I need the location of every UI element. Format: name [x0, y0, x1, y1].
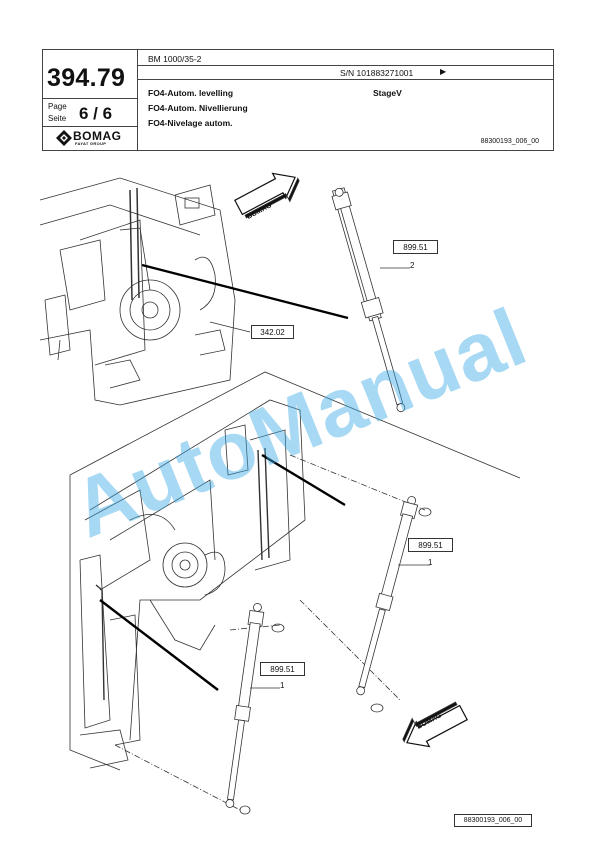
- stage-label: StageV: [373, 88, 402, 98]
- page-info-panel: 394.79 Page Seite 6 / 6 BOMAG FAYAT GROU…: [43, 50, 138, 150]
- callout-top-item: 2: [410, 261, 415, 270]
- machine-model: BM 1000/35-2: [148, 54, 202, 64]
- machine-frame: [69, 371, 521, 771]
- bomag-diamond-icon: [56, 130, 72, 146]
- callout-mid-item: 1: [428, 558, 433, 567]
- footer-doc-reference: 88300193_006_00: [454, 814, 532, 827]
- page-of-pages: 6 / 6: [79, 104, 113, 123]
- serial-number: S/N 101883271001: [340, 68, 414, 78]
- callout-mid-ref[interactable]: 899.51: [408, 538, 453, 552]
- doc-reference: 88300193_006_00: [480, 138, 539, 145]
- page-meta-panel: BM 1000/35-2 S/N 101883271001 ▶ FO4-Auto…: [138, 50, 553, 150]
- bomag-logo: BOMAG FAYAT GROUP: [55, 129, 130, 149]
- callout-left-ref[interactable]: 342.02: [251, 325, 294, 339]
- logo-subline: FAYAT GROUP: [75, 141, 107, 146]
- title-german: FO4-Autom. Nivellierung: [148, 103, 248, 113]
- page-label: Page: [48, 102, 67, 111]
- callout-low-item: 1: [280, 681, 285, 690]
- title-block: 394.79 Page Seite 6 / 6 BOMAG FAYAT GROU…: [42, 49, 554, 151]
- detail-assembly-top: [39, 177, 236, 406]
- gas-spring-top: [331, 187, 406, 413]
- title-french: FO4-Nivelage autom.: [148, 118, 233, 128]
- gas-spring-lower: [225, 603, 265, 808]
- callout-top-ref[interactable]: 899.51: [393, 240, 438, 254]
- page-number: 394.79: [47, 64, 126, 92]
- direction-arrow-top-icon: [234, 172, 300, 219]
- title-english: FO4-Autom. levelling: [148, 88, 234, 98]
- callout-low-ref[interactable]: 899.51: [260, 662, 305, 676]
- gas-spring-middle: [356, 496, 419, 696]
- direction-arrow-bottom-icon: [402, 701, 468, 748]
- seite-label: Seite: [48, 114, 67, 123]
- logo-wordmark: BOMAG: [73, 129, 122, 143]
- serial-arrow-icon: ▶: [440, 67, 447, 76]
